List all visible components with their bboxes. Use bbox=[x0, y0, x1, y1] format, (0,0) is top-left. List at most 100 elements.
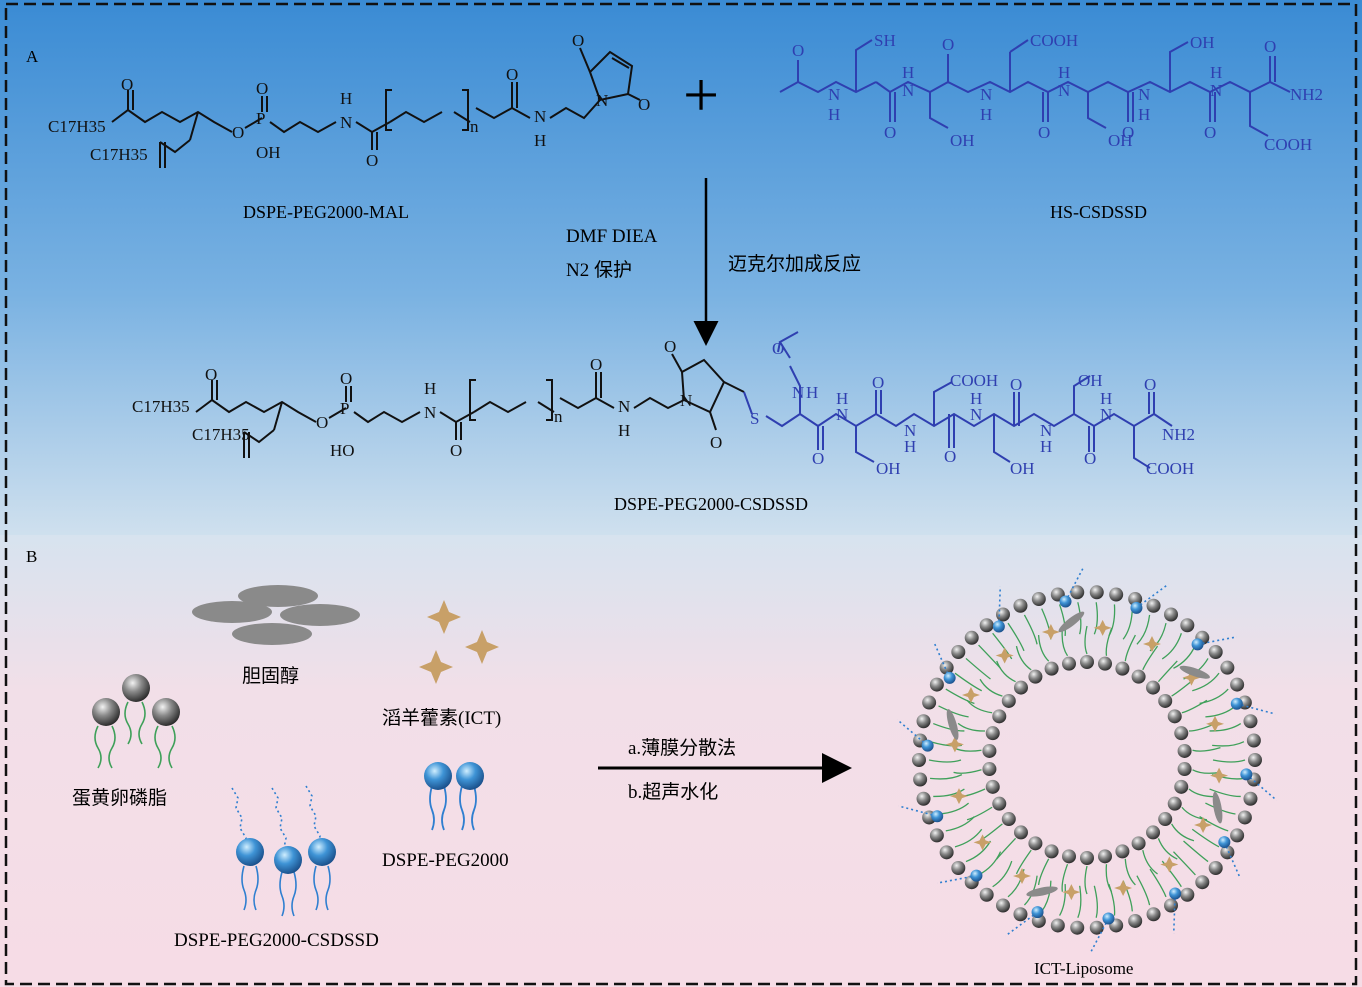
prod-atom-n1: N bbox=[424, 403, 436, 422]
ict-star bbox=[945, 736, 964, 753]
lipid-tail bbox=[938, 705, 969, 718]
dspe-peg-cs-label: DSPE-PEG2000-CSDSSD bbox=[174, 930, 379, 951]
prod-atom-n2: N bbox=[618, 397, 630, 416]
peg-lipid-head bbox=[1130, 601, 1143, 614]
lipid-tail bbox=[1058, 884, 1066, 916]
lipid-tail bbox=[1192, 672, 1220, 692]
lipid-tail bbox=[1136, 614, 1151, 645]
mal-chain1-label: C17H35 bbox=[48, 117, 106, 136]
peg-lipid-head bbox=[1102, 912, 1115, 925]
mal-peg-n: n bbox=[470, 117, 479, 136]
lipid-head-inner bbox=[982, 762, 997, 777]
prod-pep-h2: H bbox=[836, 389, 848, 408]
lipid-tail bbox=[1023, 614, 1038, 645]
pep-o3: O bbox=[942, 35, 954, 54]
prod-pep-oh3: OH bbox=[1078, 371, 1103, 390]
lipid-tail bbox=[966, 806, 993, 821]
lipid-tail bbox=[966, 699, 993, 714]
lipid-head-outer bbox=[1237, 810, 1252, 825]
lipid-head-inner bbox=[1080, 655, 1094, 669]
lipid-tail bbox=[1077, 602, 1082, 635]
peg-lipid-head bbox=[1059, 595, 1072, 608]
dspe-peg-cs-icon bbox=[231, 785, 336, 917]
lipid-head-inner bbox=[1001, 693, 1016, 708]
prod-pep-oh2: OH bbox=[1010, 459, 1035, 478]
prod-pep-o1: O bbox=[772, 339, 784, 358]
lipid-head-inner bbox=[985, 726, 1000, 741]
lipid-head-outer bbox=[1180, 618, 1195, 633]
lipid-head-outer bbox=[1208, 645, 1223, 660]
lipid-tail bbox=[1212, 759, 1246, 763]
lipid-tail bbox=[1181, 699, 1208, 714]
lipid-head-outer bbox=[1164, 607, 1178, 622]
prod-pep-cooh2: COOH bbox=[1146, 459, 1194, 478]
panel-b-label: B bbox=[26, 547, 37, 566]
lipid-head-inner bbox=[1013, 825, 1028, 840]
mal-atom-n2: N bbox=[534, 107, 546, 126]
lipid-head-outer bbox=[951, 645, 966, 660]
lipid-tail bbox=[996, 660, 1016, 683]
lipid-head-outer bbox=[913, 772, 928, 787]
lipid-head-inner bbox=[1177, 762, 1192, 777]
lipid-head-inner bbox=[1146, 825, 1161, 840]
lipid-head-outer bbox=[929, 677, 944, 692]
lipid-tail bbox=[1173, 851, 1196, 876]
peg-chain bbox=[998, 586, 1002, 627]
lipid-tail bbox=[1058, 604, 1066, 636]
mal-atom-o2: O bbox=[232, 123, 244, 142]
dspe-peg-mal-structure bbox=[111, 47, 641, 168]
ict-star bbox=[1206, 715, 1225, 732]
prod-peg-n: n bbox=[554, 407, 563, 426]
pep-oh2: OH bbox=[950, 131, 975, 150]
lipid-tail bbox=[1142, 849, 1158, 875]
lipid-head-inner bbox=[1028, 669, 1043, 684]
lipid-tail bbox=[1191, 828, 1220, 848]
mal-atom-o5: O bbox=[506, 65, 518, 84]
product-structure-lipid bbox=[195, 353, 745, 458]
product-lipid-atoms: C17H35 C17H35 O O P O HO N H O n O N H N… bbox=[132, 337, 722, 460]
pep-o5: O bbox=[1122, 123, 1134, 142]
lipid-tail bbox=[1093, 602, 1099, 635]
lipid-head-outer bbox=[929, 828, 944, 843]
ict-star bbox=[1093, 619, 1112, 636]
prod-chain2-label: C17H35 bbox=[192, 425, 250, 444]
ict-icon bbox=[419, 600, 499, 684]
lipid-tail bbox=[954, 828, 983, 848]
lipid-head-inner bbox=[1115, 844, 1130, 859]
lipid-head-inner bbox=[1044, 844, 1059, 859]
lipid-tail bbox=[1149, 868, 1167, 898]
lipid-tail bbox=[996, 837, 1017, 860]
lipid-head-inner bbox=[1167, 796, 1182, 811]
lipid-head-inner bbox=[1098, 656, 1113, 671]
lipid-tail bbox=[1105, 628, 1113, 656]
peg-lipid-head bbox=[1218, 836, 1231, 849]
lipid-head-outer bbox=[1220, 660, 1235, 675]
lipid-head-outer bbox=[1164, 898, 1178, 913]
pep-sh: SH bbox=[874, 31, 896, 50]
lipid-head-inner bbox=[1146, 680, 1161, 695]
lipid-tail bbox=[1105, 864, 1113, 893]
lipid-head-inner bbox=[1177, 743, 1192, 758]
lipid-tail bbox=[1077, 885, 1082, 918]
mal-atom-n1: N bbox=[340, 113, 352, 132]
lipid-tail bbox=[992, 860, 1013, 888]
peg-chain bbox=[932, 640, 951, 679]
lipid-head-outer bbox=[1070, 920, 1085, 935]
dashed-frame bbox=[4, 2, 1358, 986]
pep-o2: O bbox=[884, 123, 896, 142]
peg-chain bbox=[1064, 565, 1085, 602]
mal-atom-h2: H bbox=[534, 131, 546, 150]
ict-star bbox=[1182, 669, 1201, 686]
peg-chain bbox=[1236, 703, 1276, 715]
mal-atom-o4: O bbox=[366, 151, 378, 170]
lipid-head-inner bbox=[1061, 849, 1076, 864]
prod-atom-n3: N bbox=[680, 391, 692, 410]
dspe-peg-label: DSPE-PEG2000 bbox=[382, 850, 509, 871]
lipid-tail bbox=[1124, 858, 1136, 886]
pep-h4: H bbox=[1058, 63, 1070, 82]
lipid-head-outer bbox=[1243, 714, 1258, 729]
prod-s-label: S bbox=[750, 409, 759, 428]
lipid-head-outer bbox=[922, 695, 937, 710]
pep-o6: O bbox=[1204, 123, 1216, 142]
dspe-peg-mal-atoms: C17H35 C17H35 O O P O OH N H O n O N H N… bbox=[48, 31, 650, 170]
